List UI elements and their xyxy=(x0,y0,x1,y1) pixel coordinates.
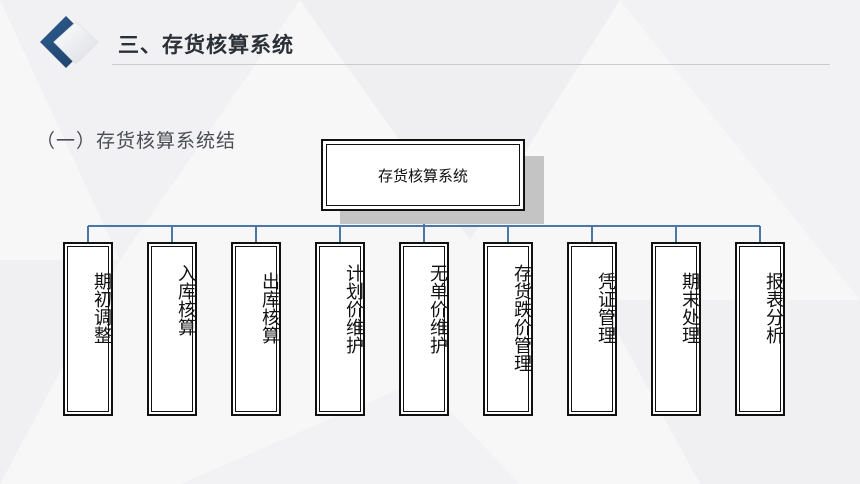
child-node-label: 期初调整 xyxy=(91,272,112,344)
page-title: 三、存货核算系统 xyxy=(118,33,294,57)
section-subtitle: （一）存货核算系统结 xyxy=(36,130,237,152)
child-node-period-end: 期末处理 xyxy=(651,242,701,416)
child-node-no-unit-price: 无单价维护 xyxy=(399,242,449,416)
logo-icon xyxy=(40,16,99,68)
child-node-label: 报表分析 xyxy=(763,272,784,344)
child-node-voucher: 凭证管理 xyxy=(567,242,617,416)
child-node-label: 凭证管理 xyxy=(595,272,616,344)
child-node-label: 出库核算 xyxy=(259,272,280,344)
child-node-outbound-accounting: 出库核算 xyxy=(231,242,281,416)
child-node-label: 期末处理 xyxy=(679,272,700,344)
child-node-reports: 报表分析 xyxy=(735,242,785,416)
child-node-inbound-accounting: 入库核算 xyxy=(147,242,197,416)
child-node-label: 无单价维护 xyxy=(427,264,448,354)
child-node-opening-adjustment: 期初调整 xyxy=(63,242,113,416)
root-node-label: 存货核算系统 xyxy=(377,166,468,185)
root-node: 存货核算系统 xyxy=(321,139,525,211)
child-node-label: 入库核算 xyxy=(175,264,196,336)
title-divider xyxy=(112,64,830,65)
child-node-planned-price: 计划价维护 xyxy=(315,242,365,416)
child-node-label: 存货跌价管理 xyxy=(511,264,532,372)
child-node-label: 计划价维护 xyxy=(343,264,364,354)
child-node-impairment: 存货跌价管理 xyxy=(483,242,533,416)
